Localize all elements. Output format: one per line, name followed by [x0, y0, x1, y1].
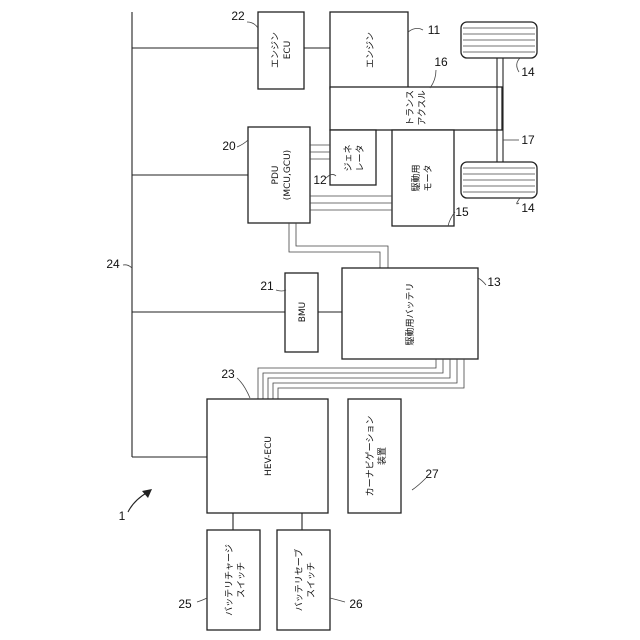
engine-label: エンジン — [366, 32, 376, 68]
charge-switch-label-1: バッテリチャージ — [224, 544, 235, 616]
pdu-battery-wires — [289, 223, 388, 268]
ref-22: 22 — [231, 9, 245, 23]
generator-block: ジェネ レータ — [330, 130, 376, 185]
ref-11: 11 — [428, 23, 441, 37]
ref-21: 21 — [260, 279, 274, 293]
generator-label-1: ジェネ — [343, 144, 354, 171]
pdu-label-1: PDU — [271, 166, 281, 185]
ref-23: 23 — [221, 367, 235, 381]
wheel-bottom — [461, 162, 537, 198]
system-arrow — [128, 489, 152, 512]
battery-hevecu-wires — [258, 359, 464, 399]
transaxle-block: トランス アクスル — [330, 87, 502, 130]
save-switch-label-2: スイッチ — [306, 562, 317, 598]
generator-label-2: レータ — [355, 144, 366, 171]
pdu-label-2: (MCU,GCU) — [283, 150, 293, 200]
pdu-block: PDU (MCU,GCU) — [248, 127, 310, 223]
transaxle-label-2: アクスル — [417, 90, 428, 125]
bmu-block: BMU — [285, 273, 318, 352]
hev-ecu-label: HEV-ECU — [264, 436, 274, 476]
ref-12: 12 — [313, 173, 327, 187]
ref-1: 1 — [119, 509, 126, 523]
wheel-top — [461, 22, 537, 58]
engine-ecu-label-1: エンジン — [271, 32, 281, 68]
charge-switch-block: バッテリチャージ スイッチ — [207, 530, 260, 630]
motor-label-1: 駆動用 — [411, 164, 422, 191]
ref-13: 13 — [487, 275, 501, 289]
ref-17: 17 — [521, 133, 535, 147]
battery-label: 駆動用バッテリ — [405, 282, 416, 345]
pdu-generator-wires — [310, 145, 330, 159]
ref-26: 26 — [349, 597, 363, 611]
ref-15: 15 — [455, 205, 469, 219]
ref-16: 16 — [434, 55, 448, 69]
hev-ecu-block: HEV-ECU — [207, 399, 328, 513]
battery-block: 駆動用バッテリ — [342, 268, 478, 359]
transaxle-label-1: トランス — [405, 90, 416, 126]
ref-24: 24 — [106, 257, 120, 271]
charge-switch-label-2: スイッチ — [236, 562, 247, 598]
ref-27: 27 — [425, 467, 439, 481]
save-switch-label-1: バッテリセーブ — [293, 549, 305, 611]
ref-14-top: 14 — [521, 65, 535, 79]
navigation-block: カーナビゲーション 装置 — [348, 399, 401, 513]
bmu-label: BMU — [298, 302, 308, 323]
ref-25: 25 — [178, 597, 192, 611]
save-switch-block: バッテリセーブ スイッチ — [277, 530, 330, 630]
ref-20: 20 — [222, 139, 236, 153]
navigation-label-2: 装置 — [376, 447, 388, 465]
engine-block: エンジン — [330, 12, 408, 89]
engine-ecu-label-2: ECU — [283, 41, 293, 60]
motor-block: 駆動用 モータ — [392, 130, 454, 226]
motor-label-2: モータ — [423, 164, 434, 191]
ref-14-bottom: 14 — [521, 201, 535, 215]
navigation-label-1: カーナビゲーション — [364, 416, 376, 497]
engine-ecu-block: エンジン ECU — [258, 12, 304, 89]
pdu-motor-wires — [310, 196, 392, 210]
